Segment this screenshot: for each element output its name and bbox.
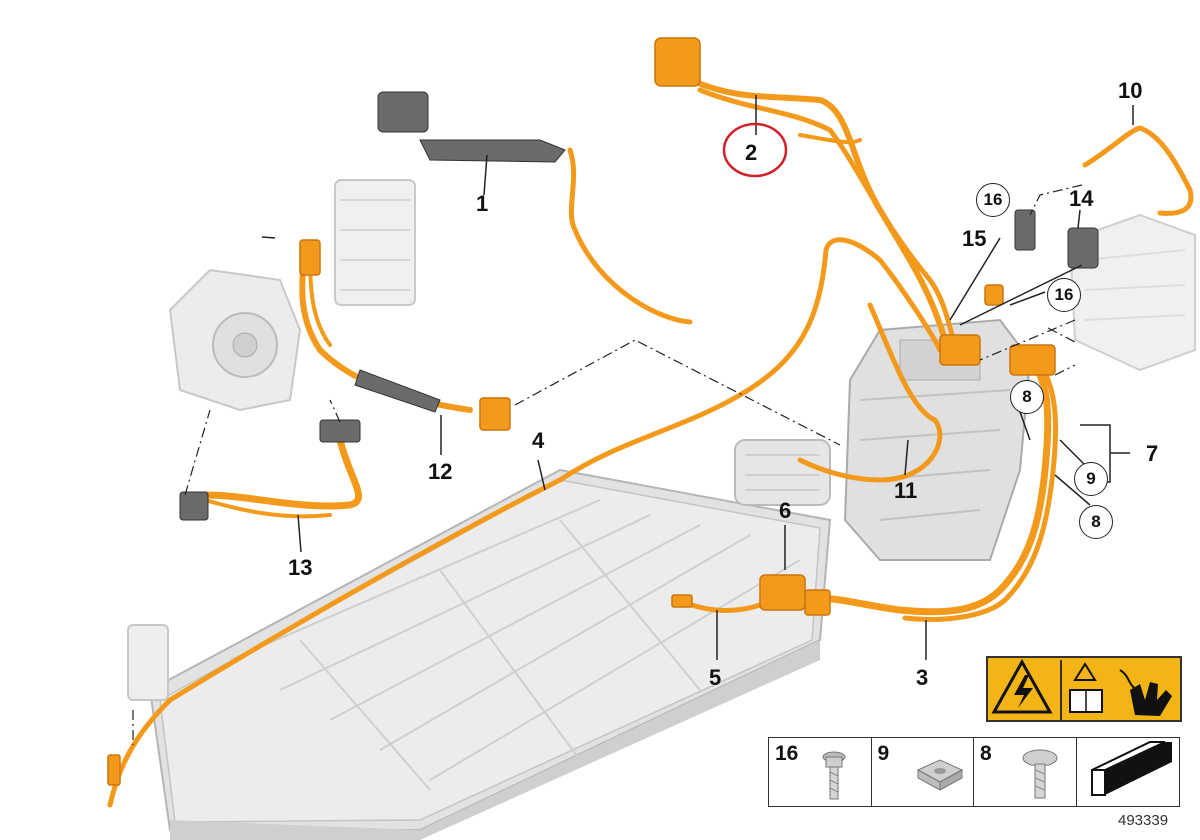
circled-callout-16-right: 16: [1047, 278, 1081, 312]
callout-12: 12: [428, 459, 453, 484]
callout-15: 15: [962, 226, 987, 251]
callout-5: 5: [709, 665, 722, 690]
assembly-dash-lines: [132, 184, 1083, 745]
junction-blocks: [179, 91, 1099, 521]
callout-4: 4: [532, 428, 545, 453]
range-extender-engine: [1068, 213, 1196, 372]
charging-module: [127, 624, 169, 701]
legend-number: 8: [980, 742, 992, 765]
callout-7: 7: [1146, 441, 1159, 466]
motor-housing-left: [168, 268, 302, 412]
high-voltage-battery-pack: [148, 468, 832, 840]
legend-cell-screw: 8: [974, 738, 1077, 806]
callout-11: 11: [894, 478, 918, 503]
ac-compressor: [734, 439, 831, 506]
highlight-circle: [722, 122, 788, 178]
circled-callout-8-bottom: 8: [1079, 505, 1113, 539]
cable-connectors: [107, 37, 1056, 786]
callout-3: 3: [916, 665, 929, 690]
callout-14: 14: [1069, 186, 1094, 211]
circled-callout-16-top: 16: [976, 183, 1010, 217]
leader-lines: [261, 95, 1134, 660]
callout-6: 6: [779, 498, 792, 523]
circled-callout-8-top: 8: [1010, 380, 1044, 414]
fastener-legend-table: 16 9 8: [768, 737, 1180, 807]
legend-number: 9: [877, 742, 890, 765]
power-electronics-unit: [334, 179, 416, 306]
legend-cell-nut: 9: [872, 738, 974, 806]
diagram-number: 493339: [1118, 812, 1169, 829]
circled-callout-9: 9: [1074, 462, 1108, 496]
legend-cell-bolt: 16: [769, 738, 872, 806]
callout-2: 2: [745, 140, 758, 165]
callout-1: 1: [476, 191, 489, 216]
callout-10: 10: [1118, 78, 1143, 103]
callout-13: 13: [288, 555, 313, 580]
high-voltage-warning-panel: [986, 656, 1182, 722]
legend-cell-arrow: [1077, 738, 1180, 806]
legend-number: 16: [775, 742, 799, 765]
